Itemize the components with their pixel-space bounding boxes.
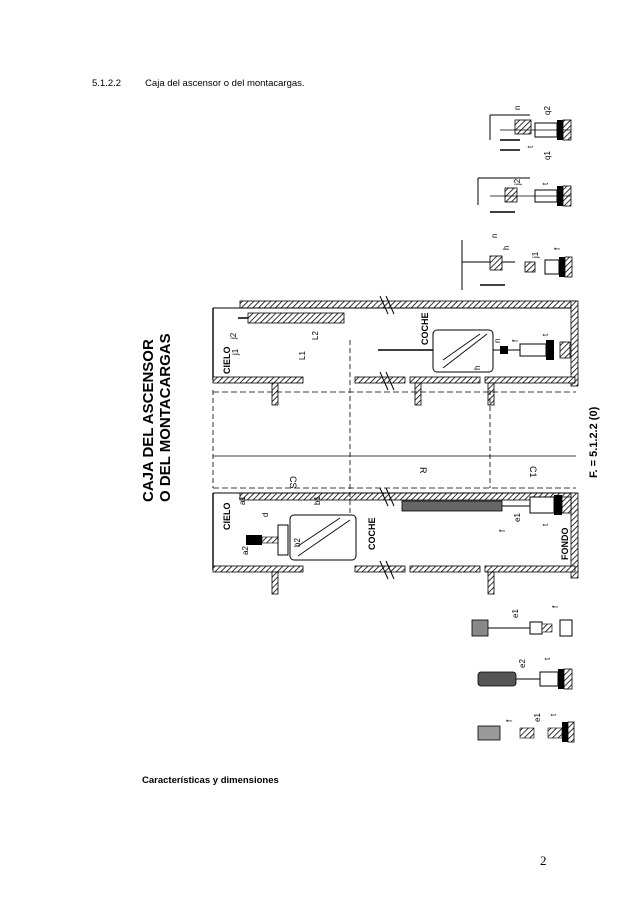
label-j2-d2: j2 [513,178,522,186]
label-h-shaft: h [473,366,482,370]
label-n-d3: n [490,234,499,238]
label-f-shaft: f [511,339,520,342]
label-h-d3: h [502,246,511,250]
label-j2: j2 [229,332,238,340]
label-coche-top: COCHE [420,312,430,345]
label-t-d1: t [526,145,535,148]
label-b1: b1 [313,496,322,505]
figure-caption: Características y dimensiones [142,775,279,786]
label-n-shaft: n [493,339,502,343]
label-e1-b3: e1 [533,713,542,722]
label-c1: C1 [528,466,538,478]
detail-top-3: j1 h n f [461,234,573,290]
label-b2: b2 [293,538,302,547]
detail-top-2: j2 t [477,177,572,213]
label-cielo-bottom: CIELO [222,502,232,530]
label-e1-shaft: e1 [513,513,522,522]
label-e2: e2 [518,659,527,668]
label-d: d [261,513,270,517]
label-q1: q1 [543,151,552,160]
label-f-d3: f [553,247,562,250]
label-coche-bottom: COCHE [367,517,377,550]
label-f-lower: f [498,529,507,532]
section-title: Caja del ascensor o del montacargas. [145,78,305,89]
detail-bottom-1: e1 f [471,605,573,637]
label-q2: q2 [543,106,552,115]
label-j1: j1 [231,348,240,356]
label-a1: a1 [238,496,247,505]
label-f-b1: f [551,605,560,608]
figure-title-line1: CAJA DEL ASCENSOR [140,339,157,502]
label-fondo: FONDO [560,528,570,561]
detail-bottom-2: e2 t [477,657,573,690]
label-t-b2: t [543,657,552,660]
label-n-d1: n [513,106,522,110]
section-number: 5.1.2.2 [92,78,122,89]
label-l1: L1 [298,351,307,360]
figure-title-line2: O DEL MONTACARGAS [157,333,174,502]
figure-reference: F. = 5.1.2.2 (0) [588,406,600,478]
label-t-d2: t [541,182,550,185]
detail-bottom-3: f e1 t [477,713,575,743]
figure-title: CAJA DEL ASCENSOR O DEL MONTACARGAS [140,333,174,502]
label-r: R [418,467,428,474]
label-l2: L2 [311,331,320,340]
label-t-lower: t [541,523,550,526]
label-cielo-top: CIELO [222,346,232,374]
label-t-shaft: t [541,333,550,336]
detail-top-1: q2 q1 n t [489,106,572,160]
label-t-b3: t [549,713,558,716]
label-cs: CS [288,476,298,489]
upper-section [238,312,571,373]
label-a2: a2 [241,546,250,555]
shaft-labels: CIELO CIELO COCHE COCHE FONDO CS R C1 j1… [222,312,570,560]
section-heading: 5.1.2.2 Caja del ascensor o del montacar… [92,78,305,89]
label-f-b3: f [505,719,514,722]
shaft-walls [212,295,579,595]
label-e1-b1: e1 [511,609,520,618]
page-number: 2 [540,853,547,868]
lower-section [246,495,572,561]
label-j1-d3: j1 [531,251,540,259]
